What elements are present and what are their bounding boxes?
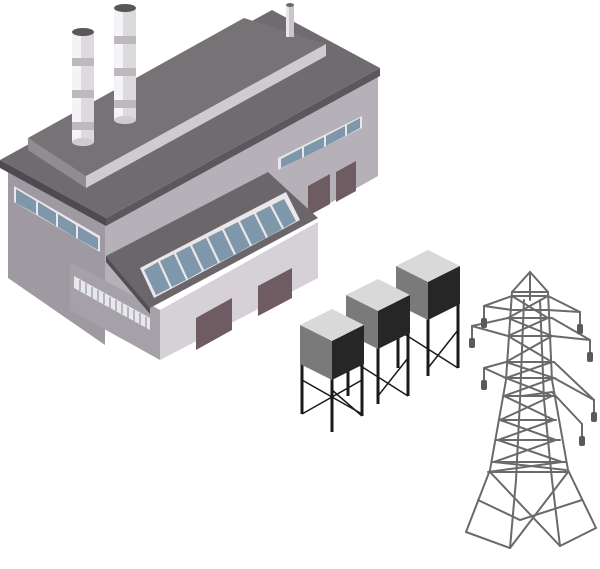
factory-main-roof-edge-right [106, 68, 380, 226]
chimney [114, 4, 136, 124]
roof-lantern-left [28, 138, 86, 188]
storage-tank [396, 250, 460, 376]
window-band-right [278, 116, 362, 170]
insulator-set [469, 318, 597, 446]
annex-skylight [140, 192, 300, 298]
door-main-1 [308, 174, 330, 216]
annex-louver [74, 276, 150, 330]
window-band-left [14, 186, 100, 252]
door-annex-1 [196, 298, 232, 350]
door-annex-2 [258, 268, 292, 316]
roof-lantern-top [28, 18, 326, 176]
annex-roof-edge [106, 256, 150, 314]
power-transmission-tower [465, 270, 597, 549]
factory-main-roof-edge-left [0, 160, 106, 226]
roof-lantern-front [86, 44, 326, 188]
factory-building [0, 3, 380, 360]
storage-tank [300, 309, 364, 432]
vent-pipe [286, 3, 294, 37]
door-main-2 [336, 161, 356, 202]
chimney [72, 28, 94, 146]
